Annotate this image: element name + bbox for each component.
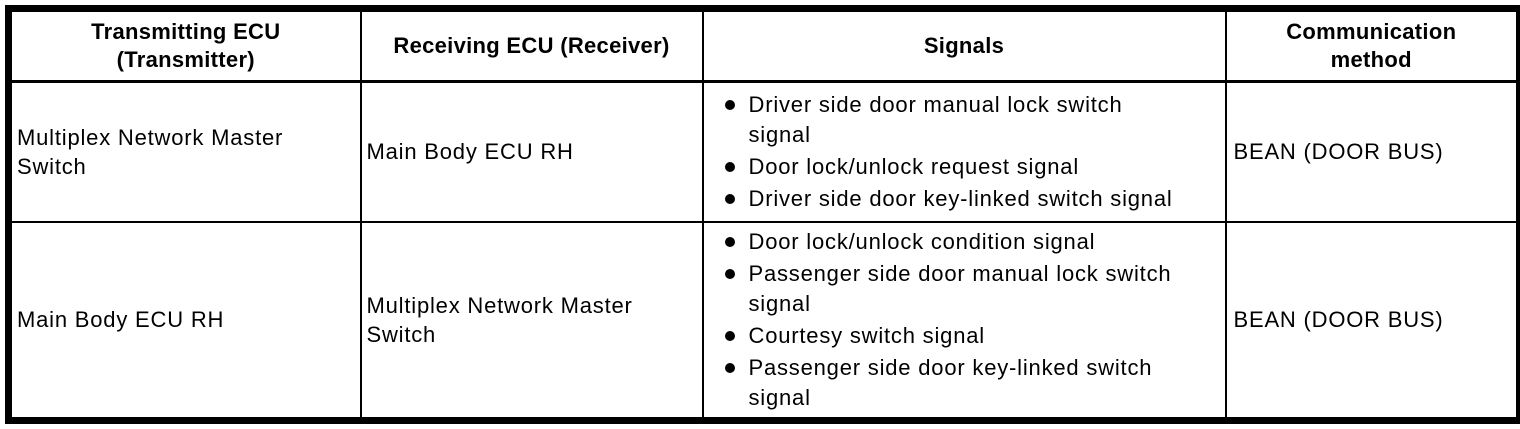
bullet-icon <box>724 330 735 341</box>
bullet-icon <box>724 161 735 172</box>
signals-list: Driver side door manual lock switch sign… <box>724 90 1219 214</box>
communication-method-value: BEAN (DOOR BUS) <box>1233 139 1444 165</box>
signal-text: Courtesy switch signal <box>748 322 985 348</box>
table-body: Multiplex Network Master Switch Main Bod… <box>7 80 1520 421</box>
bullet-icon <box>724 236 735 247</box>
signals-cell: Driver side door manual lock switch sign… <box>701 80 1227 223</box>
table-header-row: Transmitting ECU (Transmitter) Receiving… <box>7 7 1520 83</box>
bullet-icon <box>724 99 735 110</box>
signal-item: Door lock/unlock condition signal <box>724 227 1219 257</box>
signal-item: Passenger side door key-linked switch si… <box>724 353 1219 413</box>
col-header-signals: Signals <box>701 7 1227 83</box>
transmitting-ecu-value: Multiplex Network Master Switch <box>17 124 284 179</box>
receiving-ecu-value: Main Body ECU RH <box>366 139 574 165</box>
transmitting-ecu-cell: Multiplex Network Master Switch <box>7 80 362 223</box>
signal-text: Door lock/unlock condition signal <box>748 228 1096 254</box>
ecu-communication-table: Transmitting ECU (Transmitter) Receiving… <box>5 5 1520 424</box>
signal-item: Courtesy switch signal <box>724 321 1219 351</box>
transmitting-ecu-cell: Main Body ECU RH <box>7 220 362 421</box>
col-header-communication-method: Communication method <box>1224 7 1520 83</box>
table-row: Main Body ECU RH Multiplex Network Maste… <box>7 220 1520 421</box>
transmitting-ecu-value: Main Body ECU RH <box>17 307 225 332</box>
communication-method-value: BEAN (DOOR BUS) <box>1233 307 1444 332</box>
signal-text: Passenger side door key-linked switch si… <box>748 354 1153 410</box>
signal-item: Driver side door manual lock switch sign… <box>724 90 1219 150</box>
communication-method-cell: BEAN (DOOR BUS) <box>1224 220 1520 421</box>
signal-item: Passenger side door manual lock switch s… <box>724 259 1219 319</box>
signal-item: Driver side door key-linked switch signa… <box>724 184 1219 214</box>
signal-text: Passenger side door manual lock switch s… <box>748 260 1172 316</box>
bullet-icon <box>724 268 735 279</box>
bullet-icon <box>724 362 735 373</box>
table-row: Multiplex Network Master Switch Main Bod… <box>7 80 1520 223</box>
signal-text: Door lock/unlock request signal <box>748 153 1080 179</box>
communication-method-cell: BEAN (DOOR BUS) <box>1224 80 1520 223</box>
receiving-ecu-cell: Multiplex Network Master Switch <box>359 220 704 421</box>
signal-text: Driver side door manual lock switch sign… <box>748 91 1123 147</box>
signal-item: Door lock/unlock request signal <box>724 152 1219 182</box>
bullet-icon <box>724 193 735 204</box>
signal-text: Driver side door key-linked switch signa… <box>748 185 1173 211</box>
col-header-transmitting-ecu: Transmitting ECU (Transmitter) <box>7 7 362 83</box>
col-header-receiving-ecu: Receiving ECU (Receiver) <box>359 7 704 83</box>
receiving-ecu-value: Multiplex Network Master Switch <box>366 292 633 347</box>
receiving-ecu-cell: Main Body ECU RH <box>359 80 704 223</box>
